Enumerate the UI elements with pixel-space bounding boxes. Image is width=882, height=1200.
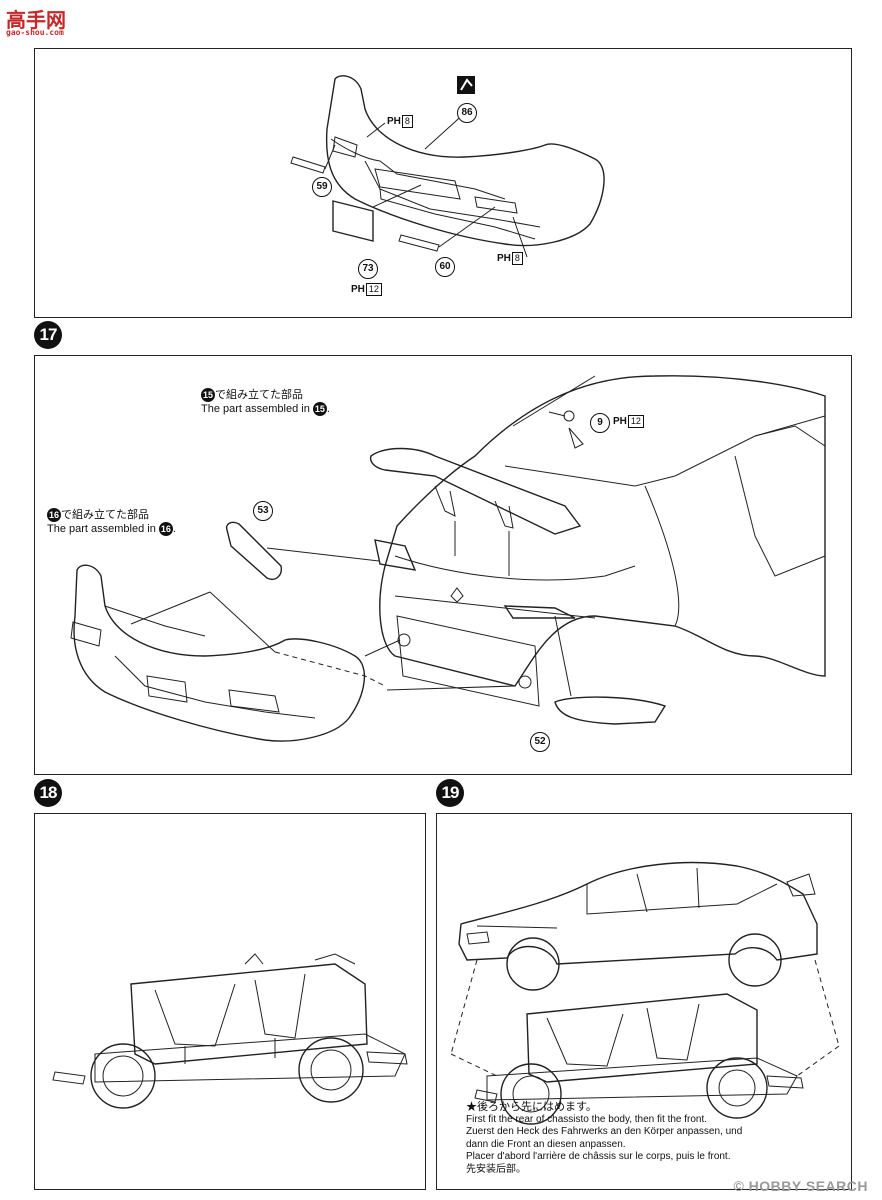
chassis-drawing xyxy=(52,953,408,1109)
rear-bumper-drawing xyxy=(290,75,605,258)
instruction-de-2: dann die Front an diesen anpassen. xyxy=(466,1138,626,1150)
callout-53: 53 xyxy=(253,501,273,521)
step-19-badge: 19 xyxy=(436,779,464,807)
instruction-de-1: Zuerst den Heck des Fahrwerks an den Kör… xyxy=(466,1126,743,1137)
panel-step-18 xyxy=(34,813,426,1190)
step-18-badge: 18 xyxy=(34,779,62,807)
instruction-en: First fit the rear of chassisto the body… xyxy=(466,1113,708,1125)
callout-73: 73 xyxy=(358,259,378,279)
hobby-search-watermark: © HOBBY SEARCH xyxy=(733,1178,868,1194)
site-logo: 高手网 gao-shou.com xyxy=(6,4,74,42)
instruction-cn: 先安装后部。 xyxy=(466,1163,526,1175)
callout-9: 9 xyxy=(590,413,610,433)
step-17-badge: 17 xyxy=(34,321,62,349)
callout-60: 60 xyxy=(435,257,455,277)
step-19-instructions: ★後ろから先にはめます。 First fit the rear of chass… xyxy=(466,1101,846,1176)
callout-52: 52 xyxy=(530,732,550,752)
logo-url: gao-shou.com xyxy=(6,28,64,37)
callout-59: 59 xyxy=(312,177,332,197)
panel-step-19 xyxy=(436,813,852,1190)
body-chassis-drawing xyxy=(450,861,840,1125)
callout-86: 86 xyxy=(457,103,477,123)
instruction-jp: ★後ろから先にはめます。 xyxy=(466,1101,597,1113)
step-17-drawing xyxy=(70,375,826,742)
instruction-fr: Placer d'abord l'arrière de châssis sur … xyxy=(466,1151,731,1162)
logo-mark: 高手网 xyxy=(6,8,66,32)
